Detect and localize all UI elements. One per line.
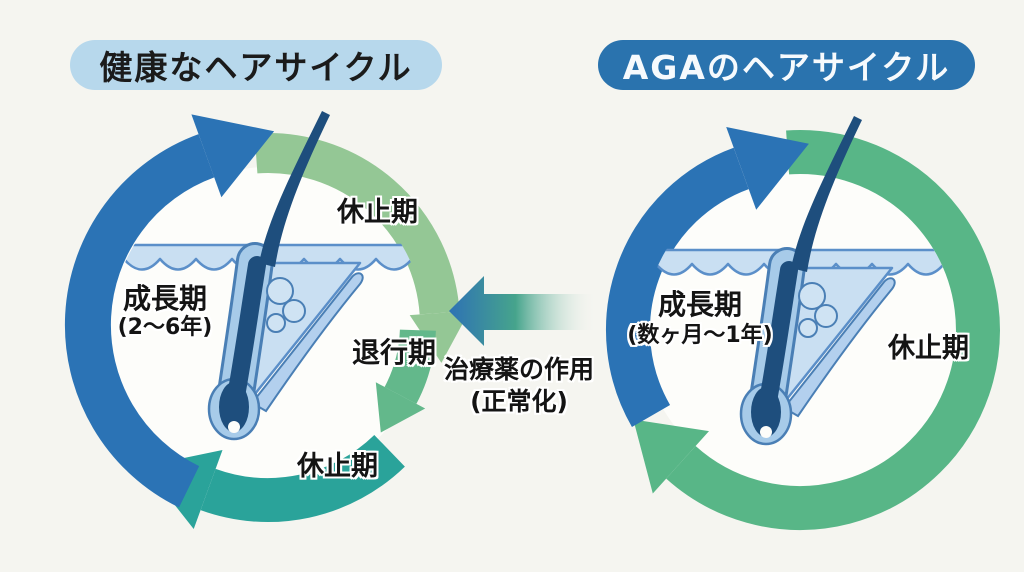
left-cycle-title: 健康なヘアサイクル [70,40,442,90]
left-growth-arrowhead [191,114,275,198]
left-growth-label: 成長期 [122,282,207,315]
right-rest-arc [666,129,1000,530]
right-rest-label: 休止期 [888,333,969,364]
left-rest-bottom-arc [200,434,405,522]
right-growth-duration-label: (数ヶ月〜1年) [627,323,773,348]
left-rest-arrowhead [409,310,470,363]
left-regression-arc [384,329,436,404]
left-regression-label: 退行期 [352,336,437,369]
left-growth-arc [64,134,215,508]
left-rest-top-label: 休止期 [337,197,418,228]
right-cycle-title: AGAのヘアサイクル [598,40,975,90]
left-rest-bottom-label: 休止期 [297,451,378,482]
left-growth-duration-label: (2〜6年) [117,315,213,340]
treatment-arrow-icon [449,276,597,346]
right-growth-arc [606,147,750,427]
right-growth-label: 成長期 [657,288,742,321]
left-regression-arrowhead [375,382,426,433]
right-rest-arrowhead [633,419,709,494]
treatment-normalization-label: (正常化) [470,387,568,416]
treatment-effect-label: 治療薬の作用 [443,355,594,384]
left-rest-arc [254,132,460,315]
right-growth-arrowhead [726,127,809,210]
